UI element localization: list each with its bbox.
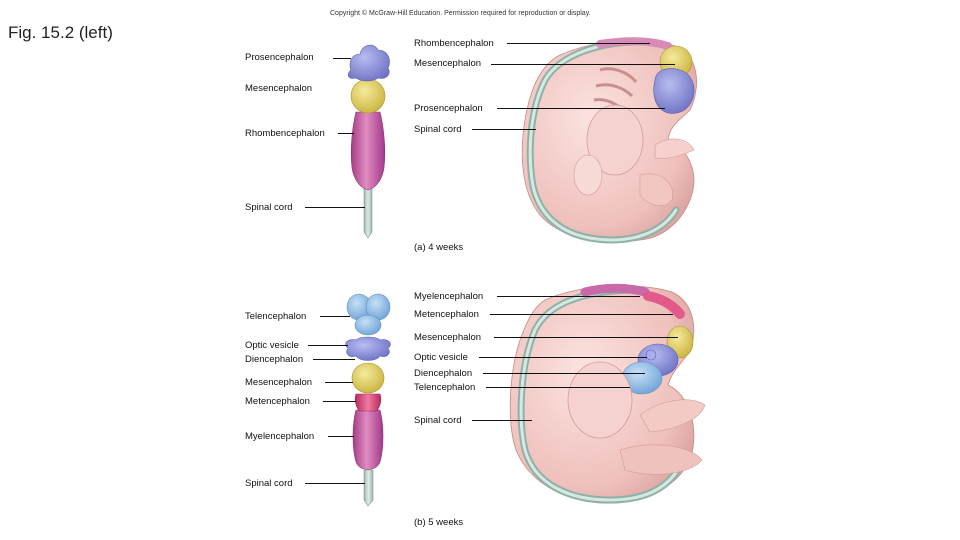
leader-b-left-mesencephalon (325, 382, 353, 384)
leader-b-left-telencephalon (320, 316, 350, 318)
label-a-right-prosencephalon: Prosencephalon (414, 103, 483, 114)
neural-tube-5-weeks (345, 293, 391, 507)
neural-tube-4-weeks (347, 44, 390, 239)
label-b-left-diencephalon: Diencephalon (245, 354, 304, 365)
leader-b-right-diencephalon (483, 373, 645, 375)
leader-a-right-rhombencephalon (507, 43, 650, 45)
label-b-left-myelencephalon: Myelencephalon (245, 431, 315, 442)
prosencephalon-shape-a (347, 44, 390, 82)
label-b-right-spinal-cord: Spinal cord (414, 415, 462, 426)
leader-a-right-mesencephalon (491, 64, 675, 66)
copyright-notice: Copyright © McGraw-Hill Education. Permi… (330, 10, 591, 17)
optic-vesicle-b (645, 349, 657, 361)
leader-b-right-myelencephalon (497, 296, 640, 298)
prosencephalon-bulge-a (653, 68, 695, 114)
leader-b-right-telencephalon (486, 387, 630, 389)
leader-b-right-spinal-cord (472, 420, 532, 422)
leader-a-right-prosencephalon (497, 108, 665, 110)
leader-a-left-rhombencephalon (338, 133, 354, 135)
label-b-right-diencephalon: Diencephalon (414, 368, 473, 379)
metencephalon-band-b (643, 291, 685, 319)
myelencephalon-band-b (580, 283, 650, 297)
spinal-cord-shape-a (363, 184, 373, 239)
leader-b-left-metencephalon (323, 401, 356, 403)
metencephalon-shape-b (354, 393, 382, 412)
label-a-left-mesencephalon: Mesencephalon (245, 83, 313, 94)
label-b-left-optic-vesicle: Optic vesicle (245, 340, 299, 351)
mesencephalon-shape-a (350, 78, 386, 114)
leader-b-left-optic-vesicle (308, 345, 348, 347)
label-b-right-myelencephalon: Myelencephalon (414, 291, 484, 302)
label-b-left-telencephalon: Telencephalon (245, 311, 307, 322)
myelencephalon-shape-b (352, 409, 384, 470)
leader-b-right-optic-vesicle (479, 357, 647, 359)
label-b-right-metencephalon: Metencephalon (414, 309, 479, 320)
leader-a-left-spinal-cord (305, 207, 365, 209)
embryo-4-weeks (521, 37, 697, 244)
caption-a: (a) 4 weeks (414, 242, 464, 253)
label-b-left-mesencephalon: Mesencephalon (245, 377, 313, 388)
label-b-left-spinal-cord: Spinal cord (245, 478, 293, 489)
leader-a-right-spinal-cord (472, 129, 536, 131)
rhombencephalon-shape-a (350, 111, 386, 191)
label-a-left-spinal-cord: Spinal cord (245, 202, 293, 213)
label-a-right-rhombencephalon: Rhombencephalon (414, 38, 494, 49)
caption-b: (b) 5 weeks (414, 517, 464, 528)
label-a-left-rhombencephalon: Rhombencephalon (245, 128, 325, 139)
leader-a-left-prosencephalon (333, 58, 351, 60)
mesencephalon-shape-b (351, 362, 385, 394)
leader-b-left-diencephalon (313, 359, 355, 361)
diencephalon-shape-b (345, 336, 391, 361)
figure-title: Fig. 15.2 (left) (8, 23, 113, 42)
label-b-right-optic-vesicle: Optic vesicle (414, 352, 468, 363)
spinal-cord-shape-b (363, 469, 374, 507)
leader-b-right-metencephalon (490, 314, 673, 316)
label-b-left-metencephalon: Metencephalon (245, 396, 310, 407)
leader-b-left-myelencephalon (328, 436, 354, 438)
label-a-left-prosencephalon: Prosencephalon (245, 52, 314, 63)
label-a-right-mesencephalon: Mesencephalon (414, 58, 482, 69)
label-b-right-mesencephalon: Mesencephalon (414, 332, 482, 343)
label-a-right-spinal-cord: Spinal cord (414, 124, 462, 135)
leader-b-right-mesencephalon (494, 337, 678, 339)
label-b-right-telencephalon: Telencephalon (414, 382, 476, 393)
leader-b-left-spinal-cord (305, 483, 365, 485)
embryo-5-weeks (509, 283, 706, 504)
